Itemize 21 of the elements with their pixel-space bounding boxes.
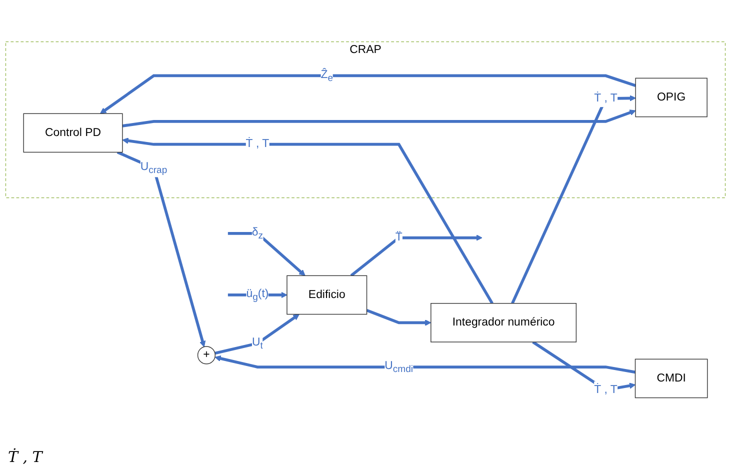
node-box [635,78,708,118]
node-box [23,113,123,152]
arrow [100,74,636,114]
arrow [122,138,494,304]
arrow [228,232,306,276]
arrow [511,94,636,304]
node-box [634,358,708,398]
arrow [214,355,636,374]
arrow [228,292,288,298]
cluster [5,41,726,198]
node-box [286,275,368,315]
block-diagram: CRAP Ẑ$_{e}$ Ṫ , T Ṫ , T U$_{crap}$ δ$_{z}$ T̈ ü$_{g}$(t) U$_{t}$ U$_{cmdi}$ Ṫ , T Control PD OPIG + Edificio Integrador numérico CMDI [0,36,731,404]
arrow [116,150,206,347]
arrow [532,340,636,392]
arrow [366,308,432,326]
arrow [350,234,482,277]
arrow [214,314,300,354]
signal-label: Ṫ , T [8,448,42,466]
node-circle [197,346,216,364]
arrow [122,109,636,128]
node-box [430,302,577,342]
